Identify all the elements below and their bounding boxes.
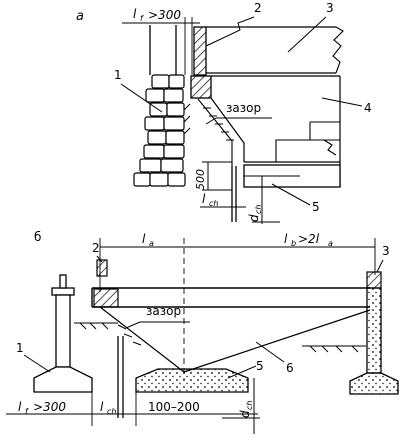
upper-ground-hatch (183, 103, 191, 135)
lower-callout-2-text: 2 (92, 241, 100, 255)
upper-dim-lch-letter: l (202, 192, 206, 206)
lower-dim-lf-cond: >300 (33, 400, 66, 414)
lower-callout-6: 6 (255, 341, 294, 375)
upper-footing (243, 164, 341, 188)
upper-callout-3: 3 (287, 1, 334, 53)
lower-label-gap: зазор (146, 304, 181, 318)
upper-label-gap-leader (205, 117, 217, 125)
lower-post (117, 336, 124, 418)
lower-callout-1: 1 (16, 341, 51, 373)
lower-dim-dch-sub: ch (245, 401, 254, 410)
lower-dim-lch-sub: ch (107, 407, 116, 416)
lower-callout-1-text: 1 (16, 341, 24, 355)
lower-label-gap-leader (125, 321, 141, 329)
upper-slope-hatch (203, 107, 234, 141)
upper-callout-4: 4 (321, 97, 372, 115)
lower-dim-lb-cond-sub: a (328, 239, 333, 248)
upper-callout-2: 2 (205, 1, 262, 47)
lower-dim-lch-letter: l (100, 400, 104, 414)
lower-left-foundation (33, 274, 93, 393)
upper-dim-lf-letter: l (133, 7, 137, 21)
upper-element-2-post (193, 26, 207, 76)
upper-beam (190, 75, 212, 99)
upper-panel: а l f >300 (76, 1, 372, 224)
upper-panel-letter: а (76, 9, 84, 24)
lower-dim-dch-letter: d (238, 410, 252, 418)
lower-callout-5-text: 5 (256, 359, 264, 373)
upper-callout-1-text: 1 (114, 68, 122, 82)
lower-callout-6-text: 6 (286, 361, 294, 375)
lower-callout-2: 2 (92, 241, 103, 263)
lower-right-column (349, 271, 399, 395)
upper-dim-lch-sub: ch (209, 199, 218, 208)
upper-callout-5: 5 (271, 183, 320, 214)
lower-dim-range: 100–200 (148, 400, 200, 414)
upper-dim-500: 500 (194, 161, 232, 191)
lower-new-footing (135, 368, 249, 393)
upper-dim-lch: l ch (200, 166, 246, 222)
lower-panel-letter: б (34, 230, 41, 244)
lower-dim-la-letter: l (142, 232, 146, 246)
upper-slab (206, 26, 344, 74)
lower-dim-lf-sub: f (25, 407, 29, 416)
upper-steps (275, 121, 340, 162)
upper-dim-lf-cond: >300 (148, 8, 181, 22)
upper-callout-1: 1 (114, 68, 163, 113)
lower-callout-3-text: 3 (382, 244, 390, 258)
upper-callout-2-text: 2 (254, 1, 262, 15)
upper-callout-4-text: 4 (364, 101, 372, 115)
lower-panel: б l a l b >2l a (6, 230, 399, 434)
lower-dim-lb-sub: b (291, 239, 296, 248)
lower-dim-la-sub: a (149, 239, 154, 248)
lower-slab (91, 259, 370, 308)
upper-brick-column (133, 74, 186, 187)
upper-dim-dch: d ch (247, 176, 280, 224)
upper-callout-5-text: 5 (312, 200, 320, 214)
lower-callout-5: 5 (227, 359, 264, 379)
upper-wall (149, 25, 177, 75)
lower-slopes (99, 306, 371, 373)
upper-label-gap: зазор (226, 101, 261, 115)
upper-dim-lf-sub: f (140, 14, 144, 23)
upper-callout-3-text: 3 (326, 1, 334, 15)
upper-dim-dch-letter: d (247, 214, 261, 222)
upper-dim-lf: l f >300 (122, 7, 200, 75)
lower-ground (74, 322, 366, 353)
lower-dim-lf-letter: l (18, 400, 22, 414)
upper-dim-dch-sub: ch (254, 205, 263, 214)
lower-callout-3: 3 (376, 244, 390, 273)
lower-dim-lb-cond: >2l (298, 232, 320, 246)
lower-dim-bottom: l f >300 l ch 100–200 d ch (6, 378, 260, 434)
lower-dim-top: l a l b >2l a (99, 232, 376, 380)
lower-dim-lb-letter: l (284, 232, 288, 246)
upper-dim-500-text: 500 (194, 169, 207, 190)
